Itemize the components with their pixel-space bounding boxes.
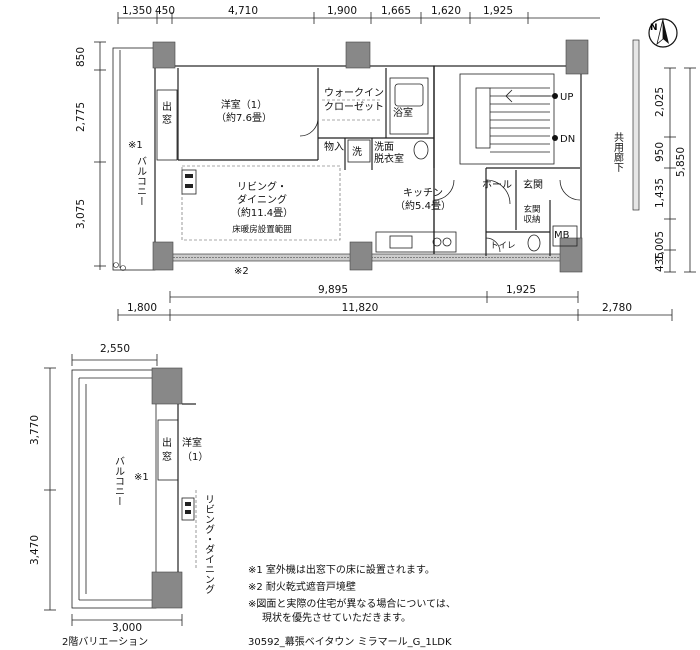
- top-dim-4: 1,900: [327, 5, 357, 17]
- note-1: ※1 室外機は出窓下の床に設置されます。: [248, 565, 435, 576]
- washer-label: 洗: [352, 146, 362, 158]
- variation-bedroom-1: 洋室: [182, 436, 202, 449]
- variation-plan: 2,550 3,770 3,470 3,000 バルコニー ※1 出 窓 洋室 …: [29, 343, 215, 634]
- variation-mark-1: ※1: [134, 472, 149, 483]
- window-bay-label-2: 窓: [162, 113, 172, 126]
- left-dim-2: 2,775: [75, 102, 87, 132]
- variation-balcony-label: バルコニー: [113, 456, 125, 506]
- stair-dn-label: DN: [560, 134, 575, 145]
- top-dimension-line: 1,350 450 4,710 1,900 1,665 1,620 1,925: [117, 5, 600, 24]
- shoe-storage-label-1: 玄関: [523, 204, 540, 215]
- north-arrow-icon: N: [648, 18, 678, 48]
- right-dim-6: 5,850: [675, 147, 687, 177]
- corridor-label: 共用廊下: [612, 132, 624, 173]
- bedroom-label: 洋室（1）: [221, 98, 267, 111]
- top-dim-6: 1,620: [431, 5, 461, 17]
- column: [559, 237, 583, 273]
- top-dim-1: 1,350: [122, 5, 152, 17]
- top-dim-5: 1,665: [381, 5, 411, 17]
- column: [152, 241, 174, 271]
- bedroom-size: （約7.6畳）: [216, 111, 272, 124]
- left-dim-3: 3,075: [75, 199, 87, 229]
- left-dimension-line: 850 2,775 3,075: [75, 41, 106, 270]
- variation-caption: 2階バリエーション: [62, 637, 149, 648]
- bottom-dim-2: 1,925: [506, 284, 536, 296]
- common-stairs: [459, 73, 558, 165]
- variation-window-bay-2: 窓: [162, 450, 172, 463]
- left-dim-1: 850: [75, 47, 87, 67]
- washroom-label-2: 脱衣室: [374, 152, 404, 165]
- note-2: ※2 耐火乾式遮音戸境壁: [248, 582, 356, 593]
- variation-ld-label: リビング・ダイニング: [203, 494, 215, 594]
- variation-left-dim-1: 3,770: [29, 415, 41, 445]
- wall-mark-2: ※2: [234, 266, 249, 277]
- right-dim-3: 1,435: [654, 178, 666, 208]
- kitchen-size: （約5.4畳）: [395, 199, 451, 212]
- variation-left-dim-2: 3,470: [29, 535, 41, 565]
- ldk-size: （約11.4畳）: [231, 206, 293, 219]
- bath-label: 浴室: [393, 106, 413, 119]
- bathtub: [389, 77, 429, 135]
- toilet-fixture: [527, 234, 541, 252]
- bottom-dimension-line: 9,895 1,925 1,800 11,820 2,780: [117, 284, 673, 321]
- balcony-mark-1: ※1: [128, 140, 143, 151]
- hall-label: ホール: [482, 179, 512, 191]
- stair-up-label: UP: [560, 92, 573, 103]
- column: [565, 39, 589, 75]
- bottom-dim-4: 11,820: [342, 302, 379, 314]
- right-dimension-line: 2,025 950 1,435 1,005 435 5,850: [654, 67, 696, 273]
- top-dim-7: 1,925: [483, 5, 513, 17]
- walkin-label-1: ウォークイン: [324, 87, 384, 99]
- variation-top-dim: 2,550: [100, 343, 130, 355]
- walkin-label-2: クローゼット: [324, 101, 384, 113]
- entrance-label: 玄関: [523, 178, 543, 191]
- note-3: ※図面と実際の住宅が異なる場合については、: [248, 599, 456, 610]
- storage-label: 物入: [324, 140, 344, 153]
- right-dim-4: 1,005: [654, 231, 666, 261]
- column: [345, 41, 371, 69]
- right-dim-2: 950: [654, 142, 666, 162]
- washbasin: [413, 140, 429, 160]
- ldk-label-2: ダイニング: [237, 193, 287, 206]
- note-4: 現状を優先させていただきます。: [262, 613, 411, 624]
- ldk-label-1: リビング・: [237, 180, 287, 193]
- kitchen-label: キッチン: [403, 187, 443, 199]
- variation-window-bay-1: 出: [162, 436, 172, 449]
- footer-label: 30592_幕張ベイタウン ミラマール_G_1LDK: [248, 637, 452, 648]
- variation-bottom-dim: 3,000: [112, 622, 142, 634]
- right-dim-1: 2,025: [654, 87, 666, 117]
- washroom-label-1: 洗面: [374, 141, 394, 153]
- floor-heating-label: 床暖房設置範囲: [232, 224, 292, 235]
- mb-label: MB: [554, 230, 570, 241]
- shoe-storage-label-2: 収納: [523, 214, 540, 225]
- bottom-dim-5: 2,780: [602, 302, 632, 314]
- column: [152, 41, 176, 69]
- toilet-label: トイレ: [490, 241, 516, 251]
- bottom-dim-1: 9,895: [318, 284, 348, 296]
- balcony-label: バルコニー: [135, 156, 147, 206]
- svg-text:N: N: [650, 23, 658, 33]
- column: [349, 241, 373, 271]
- bottom-dim-3: 1,800: [127, 302, 157, 314]
- aircon-unit: [181, 169, 197, 195]
- right-dim-5: 435: [654, 252, 666, 272]
- window-bay-label-1: 出: [162, 100, 172, 113]
- top-dim-3: 4,710: [228, 5, 258, 17]
- kitchen-counter: [375, 231, 457, 253]
- main-unit: 洋室（1） （約7.6畳） 出 窓 ウォークイン クローゼット 浴室 物入 洗 …: [112, 39, 640, 277]
- variation-bedroom-2: （1）: [182, 451, 208, 463]
- top-dim-2: 450: [155, 5, 175, 17]
